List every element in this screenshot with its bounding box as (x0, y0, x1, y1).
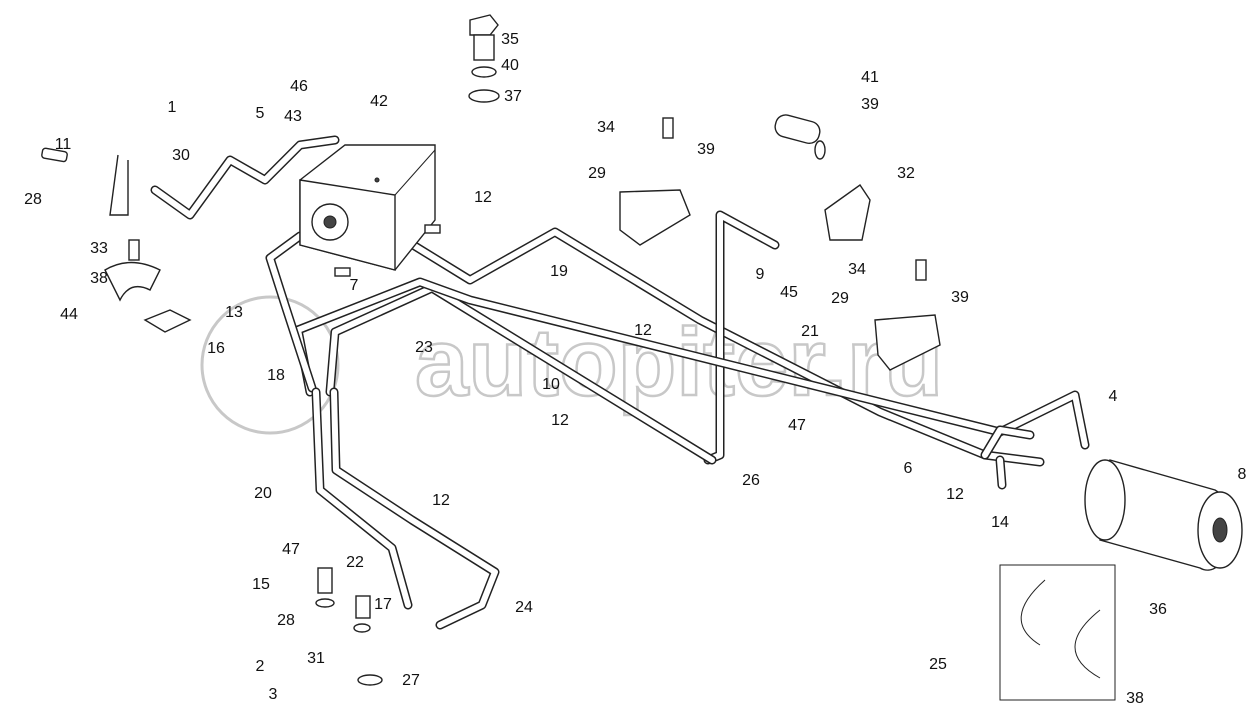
pipe (267, 233, 315, 391)
callout-label: 33 (90, 240, 108, 257)
callout-label: 45 (780, 284, 798, 301)
callout-label: 5 (256, 105, 265, 122)
callout-label: 41 (861, 69, 879, 86)
callout-label: 20 (254, 485, 272, 502)
callout-label: 24 (515, 599, 533, 616)
callout-label: 40 (501, 57, 519, 74)
callout-label: 31 (307, 650, 325, 667)
pipe (295, 279, 1088, 448)
callout-label: 25 (929, 656, 947, 673)
callout-label: 7 (350, 277, 359, 294)
callout-label: 46 (290, 78, 308, 95)
callout-label: 38 (90, 270, 108, 287)
callout-label: 47 (788, 417, 806, 434)
callout-label: 42 (370, 93, 388, 110)
callout-label: 28 (277, 612, 295, 629)
hose-kit (999, 564, 1116, 701)
callout-label: 34 (597, 119, 615, 136)
callout-label: 17 (374, 596, 392, 613)
pipe (152, 137, 338, 218)
callout-label: 26 (742, 472, 760, 489)
callout-label: 6 (904, 460, 913, 477)
callout-label: 39 (951, 289, 969, 306)
callout-label: 2 (256, 658, 265, 675)
callout-label: 22 (346, 554, 364, 571)
pipe (982, 427, 1033, 458)
filter-unit (1084, 459, 1243, 571)
pipes (150, 135, 1090, 630)
callout-label: 23 (415, 339, 433, 356)
callout-label: 30 (172, 147, 190, 164)
callout-label: 39 (861, 96, 879, 113)
callout-label: 34 (848, 261, 866, 278)
callout-label: 18 (267, 367, 285, 384)
callout-label: 37 (504, 88, 522, 105)
callout-label: 11 (55, 136, 72, 153)
pipe (329, 387, 500, 630)
heater-unit (299, 144, 441, 277)
callout-label: 12 (474, 189, 492, 206)
callout-label: 36 (1149, 601, 1167, 618)
callout-label: 12 (551, 412, 569, 429)
callout-label: 3 (269, 686, 278, 703)
callout-label: 32 (897, 165, 915, 182)
callout-label: 16 (207, 340, 225, 357)
callout-label: 27 (402, 672, 420, 689)
pipe (313, 389, 411, 608)
callout-labels: 3540374642435111302833384416131823712192… (24, 31, 1246, 707)
pipe (997, 457, 1005, 488)
fasteners (41, 14, 941, 686)
callout-label: 12 (946, 486, 964, 503)
callout-label: 47 (282, 541, 300, 558)
callout-label: 19 (550, 263, 568, 280)
callout-label: 35 (501, 31, 519, 48)
callout-label: 14 (991, 514, 1009, 531)
callout-label: 39 (697, 141, 715, 158)
callout-label: 10 (542, 376, 560, 393)
callout-label: 28 (24, 191, 42, 208)
callout-label: 43 (284, 108, 302, 125)
callout-label: 12 (432, 492, 450, 509)
callout-label: 1 (168, 99, 177, 116)
callout-label: 15 (252, 576, 270, 593)
pipe (327, 285, 715, 463)
pipe (331, 389, 498, 628)
callout-label: 21 (801, 323, 819, 340)
callout-label: 29 (831, 290, 849, 307)
callout-label: 8 (1238, 466, 1247, 483)
callout-label: 12 (634, 322, 652, 339)
callout-label: 44 (60, 306, 78, 323)
callout-label: 29 (588, 165, 606, 182)
callout-label: 38 (1126, 690, 1144, 707)
callout-label: 9 (756, 266, 765, 283)
callout-label: 13 (225, 304, 243, 321)
callout-label: 4 (1109, 388, 1118, 405)
